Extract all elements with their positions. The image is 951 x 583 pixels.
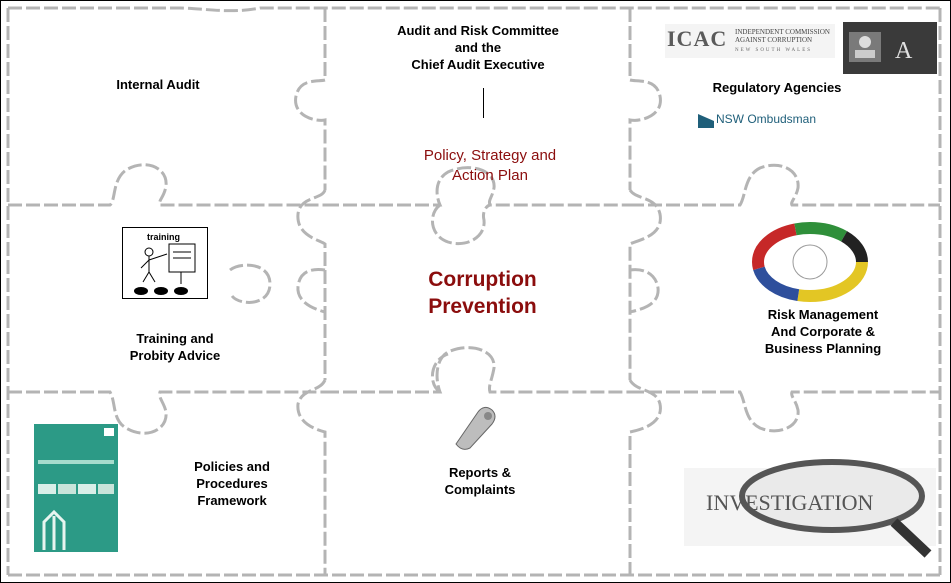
icac-logo: ICAC INDEPENDENT COMMISSION AGAINST CORR… xyxy=(665,24,835,58)
policies-procedures-label: Policies and Procedures Framework xyxy=(194,459,270,508)
connector-line xyxy=(483,88,484,118)
icac-mark: ICAC xyxy=(667,26,728,51)
risk-management-cycle xyxy=(748,222,872,302)
investigation-text: INVESTIGATION xyxy=(706,490,874,515)
audit-committee-label: Audit and Risk Committee and the Chief A… xyxy=(397,23,559,72)
corruption-prevention-title: Corruption Prevention xyxy=(428,268,537,318)
icac-name: INDEPENDENT COMMISSION AGAINST CORRUPTIO… xyxy=(735,28,830,44)
code-of-conduct-booklet xyxy=(34,424,118,552)
training-sketch-image: training xyxy=(122,227,208,299)
government-crest-logo: A xyxy=(843,22,937,74)
risk-management-label: Risk Management And Corporate & Business… xyxy=(764,307,882,356)
policy-strategy-label: Policy, Strategy and Action Plan xyxy=(423,147,557,184)
icac-state: NEW SOUTH WALES xyxy=(735,48,813,53)
regulatory-agencies-label: Regulatory Agencies xyxy=(712,80,842,95)
svg-text:training: training xyxy=(147,232,180,242)
svg-text:A: A xyxy=(895,38,913,64)
reports-complaints-label: Reports & Complaints xyxy=(444,465,516,497)
whistle-icon xyxy=(448,402,502,450)
training-probity-label: Training and Probity Advice xyxy=(129,331,221,363)
internal-audit-label: Internal Audit xyxy=(116,77,200,92)
ombudsman-icon xyxy=(698,114,714,128)
investigation-image xyxy=(684,448,936,560)
nsw-ombudsman-logo: NSW Ombudsman xyxy=(697,110,827,132)
